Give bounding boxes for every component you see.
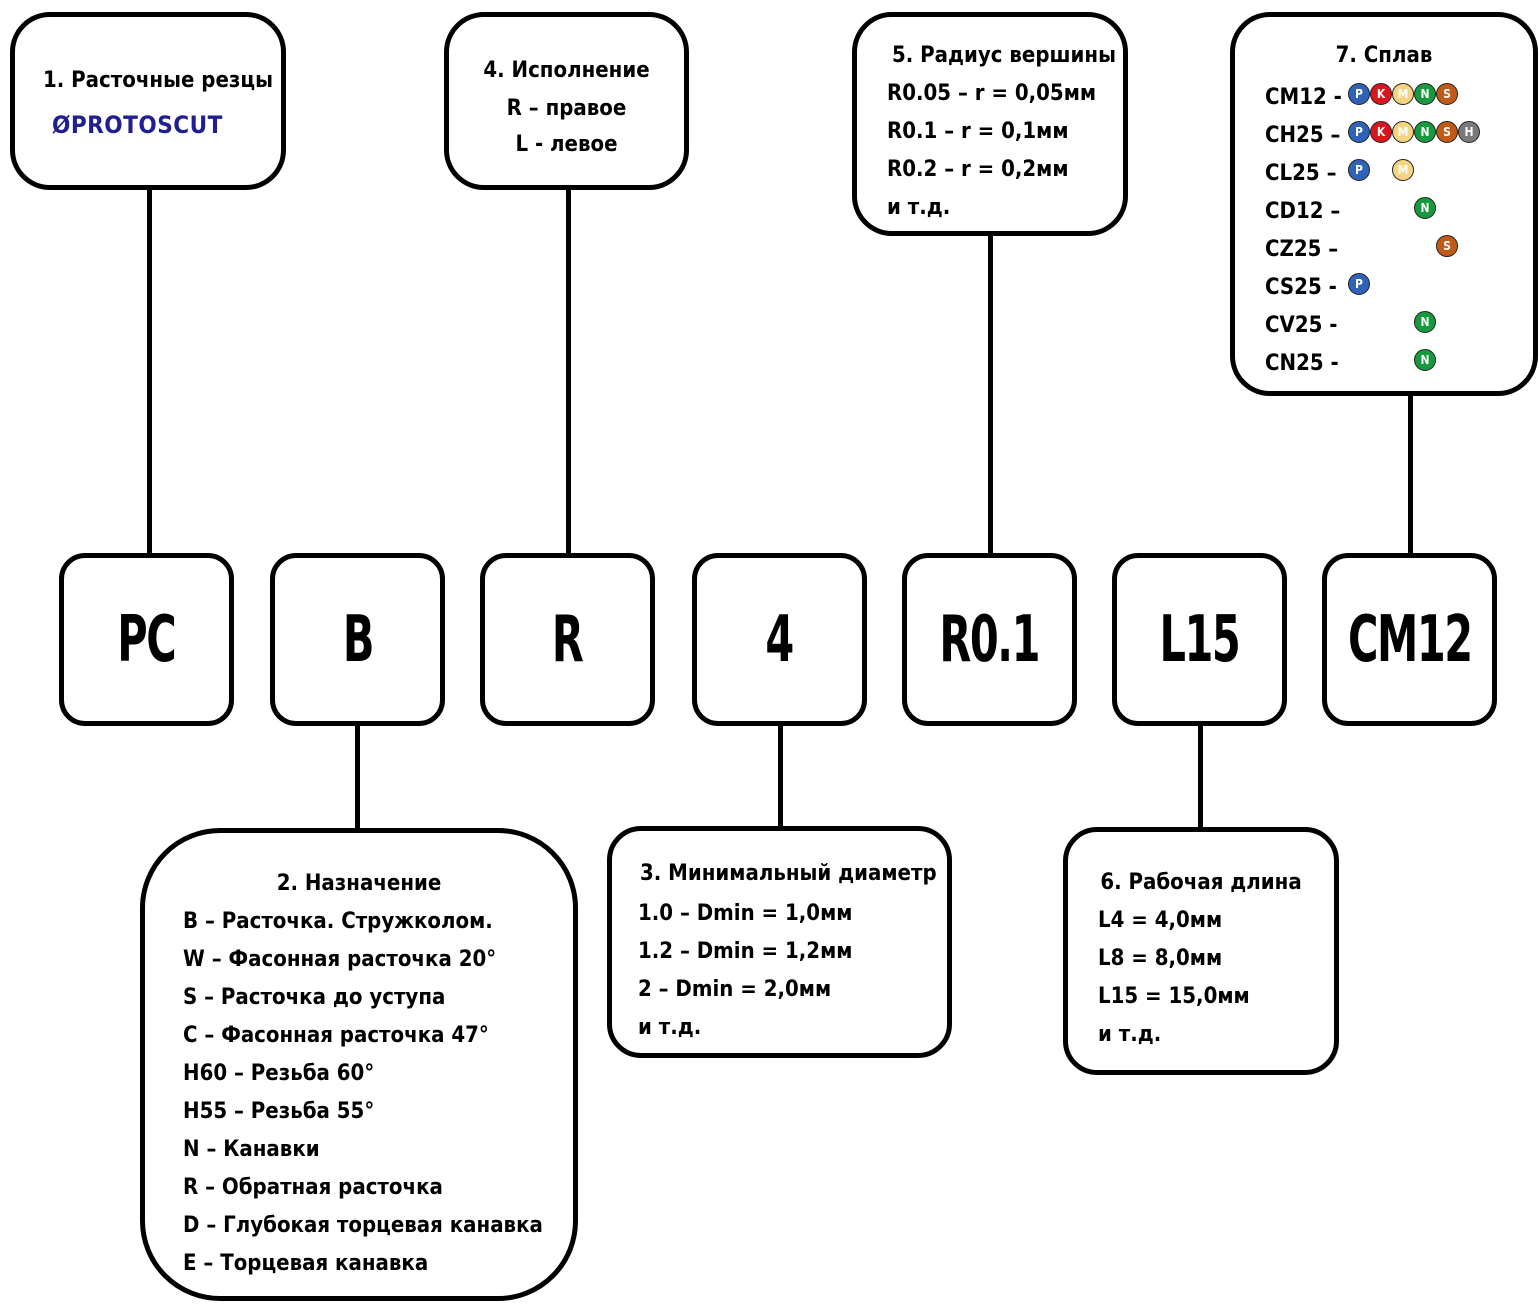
info-line: R – Обратная расточка	[183, 1175, 443, 1200]
info-line: R0.2 – r = 0,2мм	[887, 157, 1069, 182]
code-box-b: B	[270, 553, 445, 726]
connector-line-6	[1198, 723, 1203, 831]
code-box-4: 4	[692, 553, 867, 726]
code-box-l15: L15	[1112, 553, 1287, 726]
protoscut-logo: ØPROTOSCUT	[52, 111, 223, 139]
info-title: 3. Минимальный диаметр	[640, 861, 937, 886]
info-box-purpose: 2. Назначение B – Расточка. Стружколом. …	[140, 828, 578, 1301]
info-line: 1.0 – Dmin = 1,0мм	[638, 901, 853, 926]
material-k-badge: K	[1370, 121, 1392, 143]
code-text: 4	[765, 602, 795, 677]
info-line: D – Глубокая торцевая канавка	[183, 1213, 543, 1238]
info-line: 2 – Dmin = 2,0мм	[638, 977, 832, 1002]
material-p-badge: P	[1348, 273, 1370, 295]
info-line: H55 – Резьба 55°	[183, 1099, 375, 1124]
code-text: PC	[117, 602, 177, 677]
info-line: R0.1 – r = 0,1мм	[887, 119, 1069, 144]
info-line: S – Расточка до уступа	[183, 985, 446, 1010]
alloy-name: CZ25 –	[1265, 237, 1339, 262]
info-line: и т.д.	[887, 195, 951, 220]
info-line: W – Фасонная расточка 20°	[183, 947, 497, 972]
alloy-name: CL25 –	[1265, 161, 1337, 186]
material-k-badge: K	[1370, 83, 1392, 105]
material-p-badge: P	[1348, 159, 1370, 181]
material-p-badge: P	[1348, 121, 1370, 143]
info-line: и т.д.	[1098, 1022, 1162, 1047]
info-line: L8 = 8,0мм	[1098, 946, 1223, 971]
code-text: L15	[1159, 602, 1241, 677]
code-box-r: R	[480, 553, 655, 726]
info-line: R0.05 – r = 0,05мм	[887, 81, 1097, 106]
info-box-corner-radius: 5. Радиус вершины R0.05 – r = 0,05мм R0.…	[852, 12, 1128, 236]
code-text: CM12	[1347, 602, 1473, 677]
alloy-name: CD12 –	[1265, 199, 1341, 224]
alloy-row: CN25 - N	[1235, 349, 1533, 376]
connector-line-2	[355, 723, 360, 833]
info-box-working-length: 6. Рабочая длина L4 = 4,0мм L8 = 8,0мм L…	[1063, 827, 1339, 1075]
info-box-tool-type: 1. Расточные резцы ØPROTOSCUT	[10, 12, 286, 190]
info-line: L - левое	[515, 132, 618, 157]
material-n-badge: N	[1414, 121, 1436, 143]
info-box-hand: 4. Исполнение R – правое L - левое	[444, 12, 689, 190]
material-m-badge: M	[1392, 121, 1414, 143]
alloy-name: CV25 -	[1265, 313, 1338, 338]
info-title: 4. Исполнение	[483, 58, 650, 83]
connector-line-5	[988, 232, 993, 556]
info-line: и т.д.	[638, 1015, 702, 1040]
info-line: L4 = 4,0мм	[1098, 908, 1223, 933]
info-line: L15 = 15,0мм	[1098, 984, 1250, 1009]
material-s-badge: S	[1436, 83, 1458, 105]
material-s-badge: S	[1436, 235, 1458, 257]
connector-line-4	[566, 185, 571, 556]
code-box-r0-1: R0.1	[902, 553, 1077, 726]
material-n-badge: N	[1414, 197, 1436, 219]
info-title: 2. Назначение	[276, 871, 442, 896]
info-line: R – правое	[506, 96, 627, 121]
info-title: 1. Расточные резцы	[43, 68, 273, 93]
alloy-row: CV25 - N	[1235, 311, 1533, 338]
code-box-cm12: CM12	[1322, 553, 1497, 726]
alloy-row: CZ25 – S	[1235, 235, 1533, 262]
code-box-pc: PC	[59, 553, 234, 726]
connector-line-1	[147, 185, 152, 556]
material-s-badge: S	[1436, 121, 1458, 143]
info-line: N – Канавки	[183, 1137, 320, 1162]
code-text: R	[552, 602, 584, 677]
material-n-badge: N	[1414, 349, 1436, 371]
info-box-min-diameter: 3. Минимальный диаметр 1.0 – Dmin = 1,0м…	[607, 826, 952, 1058]
info-title: 5. Радиус вершины	[892, 43, 1116, 68]
info-line: B – Расточка. Стружколом.	[183, 909, 493, 934]
alloy-row: CS25 - P	[1235, 273, 1533, 300]
info-title: 7. Сплав	[1335, 43, 1433, 68]
info-line: 1.2 – Dmin = 1,2мм	[638, 939, 853, 964]
material-h-badge: H	[1458, 121, 1480, 143]
code-text: R0.1	[939, 602, 1041, 677]
alloy-row: CD12 – N	[1235, 197, 1533, 224]
info-line: C – Фасонная расточка 47°	[183, 1023, 489, 1048]
alloy-name: CN25 -	[1265, 351, 1339, 376]
connector-line-3	[778, 723, 783, 830]
info-line: H60 – Резьба 60°	[183, 1061, 375, 1086]
material-p-badge: P	[1348, 83, 1370, 105]
material-n-badge: N	[1414, 311, 1436, 333]
info-title: 6. Рабочая длина	[1100, 870, 1302, 895]
connector-line-7	[1408, 392, 1413, 556]
material-n-badge: N	[1414, 83, 1436, 105]
alloy-name: CM12 -	[1265, 85, 1342, 110]
info-line: E – Торцевая канавка	[183, 1251, 429, 1276]
material-m-badge: M	[1392, 83, 1414, 105]
alloy-name: CH25 –	[1265, 123, 1341, 148]
code-text: B	[342, 602, 374, 677]
alloy-name: CS25 -	[1265, 275, 1337, 300]
material-m-badge: M	[1392, 159, 1414, 181]
